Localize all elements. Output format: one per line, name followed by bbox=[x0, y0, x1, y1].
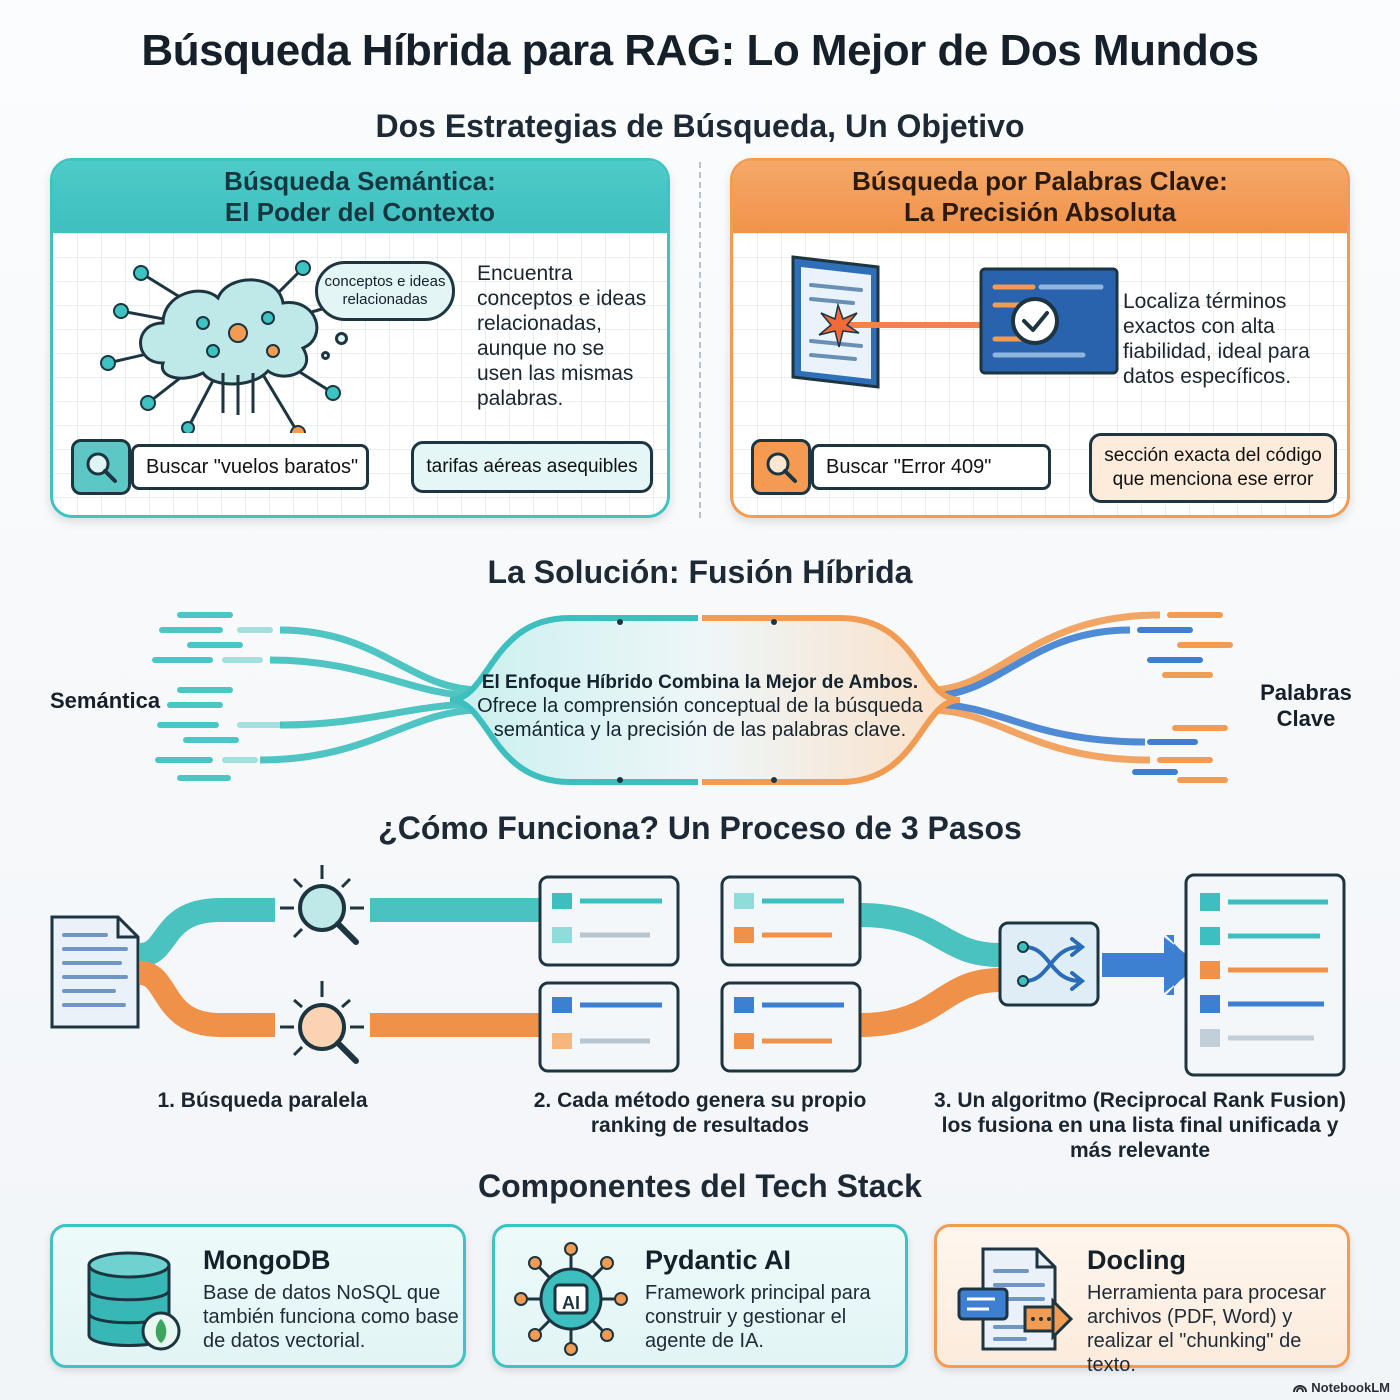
keyword-description-line: fiabilidad, ideal para bbox=[1123, 340, 1310, 363]
page-title: Búsqueda Híbrida para RAG: Lo Mejor de D… bbox=[141, 26, 1259, 75]
keyword-card-body: Localiza términos exactos con alta fiabi… bbox=[733, 233, 1347, 515]
fusion-heading: La Solución: Fusión Híbrida bbox=[487, 554, 913, 590]
keyword-description: Localiza términos exactos con alta fiabi… bbox=[1123, 289, 1310, 389]
thought-bubble-line-1: conceptos e ideas bbox=[324, 273, 446, 290]
step-2-label: 2. Cada método genera su propio ranking … bbox=[500, 1088, 900, 1138]
stack-card-docling: Docling Herramienta para procesar archiv… bbox=[934, 1224, 1350, 1376]
fusion-left-label: Semántica bbox=[50, 688, 161, 713]
semantic-search-input[interactable]: Buscar "vuelos baratos" bbox=[131, 444, 369, 490]
process-heading: ¿Cómo Funciona? Un Proceso de 3 Pasos bbox=[378, 810, 1022, 846]
brain-network-icon bbox=[100, 260, 351, 433]
keyword-card-title-2: La Precisión Absoluta bbox=[903, 197, 1177, 227]
thought-bubble: conceptos e ideas relacionadas bbox=[315, 261, 455, 321]
stack-heading: Componentes del Tech Stack bbox=[478, 1168, 922, 1204]
semantic-card-header: Búsqueda Semántica: El Poder del Context… bbox=[53, 161, 667, 233]
step-3-line-2: los fusiona en una lista final unificada… bbox=[941, 1114, 1339, 1137]
fusion-center-title: El Enfoque Híbrido Combina la Mejor de A… bbox=[481, 672, 919, 693]
semantic-result: tarifas aéreas asequibles bbox=[411, 441, 653, 493]
stack-item-description: Framework principal para construir y ges… bbox=[645, 1282, 871, 1352]
stack-item-name: Docling bbox=[1087, 1245, 1186, 1275]
semantic-description: Encuentra conceptos e ideas relacionadas… bbox=[477, 261, 646, 411]
stack-card-mongodb: MongoDB Base de datos NoSQL que también … bbox=[50, 1224, 466, 1368]
fusion-right-label-line-1: Palabras bbox=[1260, 680, 1352, 705]
semantic-description-line: aunque no se bbox=[477, 337, 605, 360]
keyword-result-line-2: que menciona ese error bbox=[1112, 469, 1314, 490]
stack-item-description: Base de datos NoSQL que también funciona… bbox=[203, 1282, 459, 1352]
stack-item-description: Herramienta para procesar archivos (PDF,… bbox=[1087, 1282, 1326, 1376]
strategies-heading: Dos Estrategias de Búsqueda, Un Objetivo bbox=[375, 108, 1025, 144]
keyword-result-line-1: sección exacta del código bbox=[1104, 445, 1322, 466]
keyword-description-line: datos específicos. bbox=[1123, 365, 1292, 388]
document-processing-icon bbox=[957, 1247, 1074, 1351]
fusion-right-label-line-2: Clave bbox=[1276, 706, 1336, 731]
keyword-search-button[interactable] bbox=[751, 439, 811, 495]
semantic-description-line: relacionadas, bbox=[477, 312, 602, 335]
step-1-label: 1. Búsqueda paralela bbox=[157, 1089, 368, 1112]
database-icon bbox=[87, 1251, 181, 1351]
step-3-label: 3. Un algoritmo (Reciprocal Rank Fusion)… bbox=[920, 1088, 1360, 1163]
ai-brain-icon bbox=[514, 1242, 628, 1356]
step-3-line-1: 3. Un algoritmo (Reciprocal Rank Fusion) bbox=[934, 1089, 1346, 1112]
watermark: NotebookLM bbox=[1293, 1380, 1390, 1395]
semantic-search-card: Búsqueda Semántica: El Poder del Context… bbox=[50, 158, 670, 518]
notebooklm-logo-icon bbox=[1293, 1385, 1308, 1393]
watermark-text: NotebookLM bbox=[1311, 1380, 1390, 1395]
keyword-description-line: Localiza términos bbox=[1123, 290, 1287, 313]
fusion-right-label: Palabras Clave bbox=[1246, 680, 1366, 732]
keyword-result: sección exacta del código que menciona e… bbox=[1089, 433, 1337, 503]
fusion-center-line-1: Ofrece la comprensión conceptual de la b… bbox=[477, 695, 923, 717]
stack-item-name: MongoDB bbox=[203, 1245, 331, 1275]
ai-chip-label: AI bbox=[562, 1292, 580, 1313]
fusion-center-text: El Enfoque Híbrido Combina la Mejor de A… bbox=[460, 672, 940, 742]
fusion-streams-graphic bbox=[152, 611, 1233, 785]
keyword-search-card: Búsqueda por Palabras Clave: La Precisió… bbox=[730, 158, 1350, 518]
stack-card-pydantic-ai: AI Pydantic AI Framework principal para … bbox=[492, 1224, 908, 1368]
search-icon bbox=[766, 452, 797, 483]
search-icon bbox=[86, 452, 117, 483]
semantic-description-line: usen las mismas bbox=[477, 362, 634, 385]
fusion-center-line-2: semántica y la precisión de las palabras… bbox=[493, 719, 907, 741]
stack-item-name: Pydantic AI bbox=[645, 1245, 792, 1275]
keyword-card-title-1: Búsqueda por Palabras Clave: bbox=[852, 166, 1228, 196]
keyword-description-line: exactos con alta bbox=[1123, 315, 1275, 338]
keyword-search-input[interactable]: Buscar "Error 409" bbox=[811, 444, 1051, 490]
bubble-dot bbox=[321, 351, 330, 360]
semantic-description-line: Encuentra bbox=[477, 262, 573, 285]
semantic-search-button[interactable] bbox=[71, 439, 131, 495]
thought-bubble-line-2: relacionadas bbox=[342, 291, 428, 308]
semantic-card-title-2: El Poder del Contexto bbox=[224, 197, 496, 227]
keyword-card-header: Búsqueda por Palabras Clave: La Precisió… bbox=[733, 161, 1347, 233]
semantic-card-title-1: Búsqueda Semántica: bbox=[224, 166, 496, 196]
divider bbox=[699, 162, 701, 518]
semantic-description-line: conceptos e ideas bbox=[477, 287, 647, 310]
semantic-description-line: palabras. bbox=[477, 387, 564, 410]
bubble-dot bbox=[335, 332, 348, 345]
step-2-line-1: 2. Cada método genera su propio bbox=[533, 1089, 867, 1112]
document-match-icon bbox=[791, 255, 1119, 389]
step-3-line-3: más relevante bbox=[1069, 1139, 1211, 1162]
step-2-line-2: ranking de resultados bbox=[590, 1114, 810, 1137]
process-flow-graphic bbox=[50, 865, 1346, 1077]
semantic-card-body: conceptos e ideas relacionadas Encuentra… bbox=[53, 233, 667, 515]
